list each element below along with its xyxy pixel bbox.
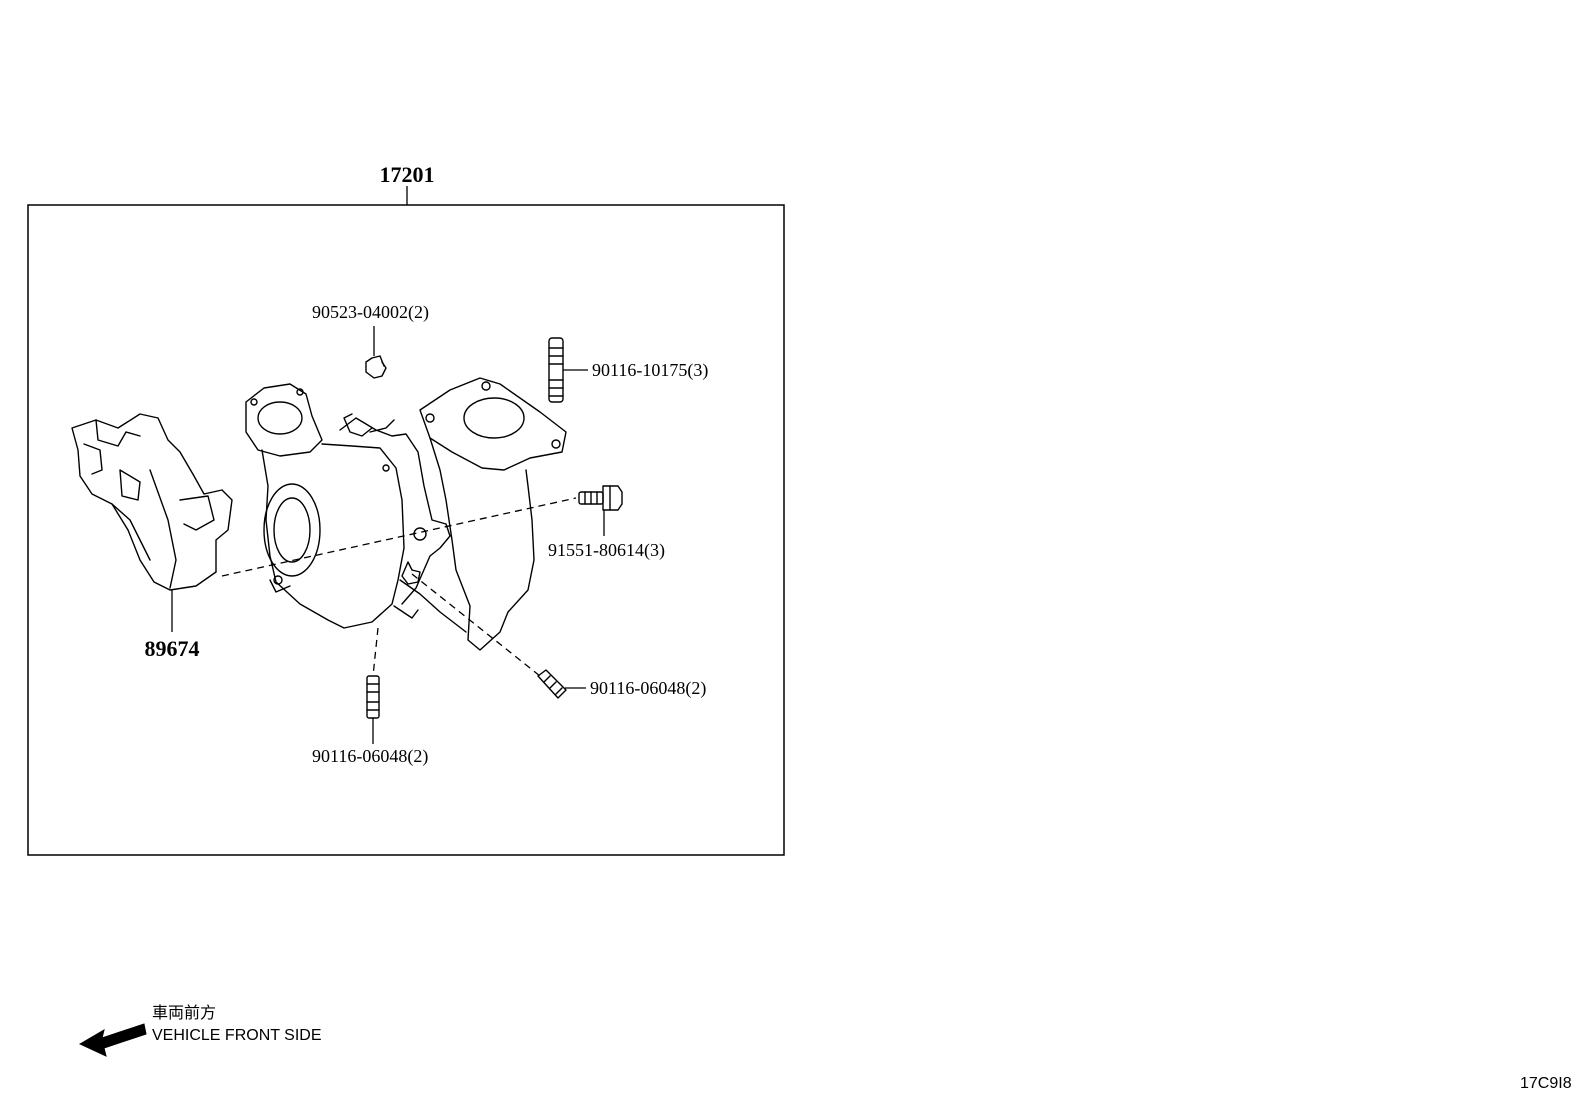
nut-90523-label[interactable]: 90523-04002(2) [312,302,429,323]
figure-code: 17C9I8 [1520,1075,1572,1092]
vehicle-front-label-jp: 車両前方 [152,1004,216,1022]
assembly-line-gasket-to-bolt [221,497,577,577]
turbocharger-body[interactable] [245,377,567,651]
assembly-line-body-to-right-stud [411,573,541,677]
assembly-part-number[interactable]: 17201 [380,162,435,187]
assembly-frame [27,204,785,856]
assembly-line-body-to-bottom-stud [372,627,379,677]
stud-90116-06048-right-label[interactable]: 90116-06048(2) [590,678,706,699]
nut-90523[interactable] [365,355,387,379]
vehicle-front-arrow-icon [78,1023,147,1057]
stud-90116-10175-label[interactable]: 90116-10175(3) [592,360,708,381]
gasket-89674[interactable] [71,413,233,591]
gasket-89674-label[interactable]: 89674 [145,636,200,661]
stud-90116-06048-bottom[interactable] [366,675,380,719]
stud-90116-10175[interactable] [548,337,564,403]
stud-90116-06048-bottom-label[interactable]: 90116-06048(2) [312,746,428,767]
bolt-91551[interactable] [578,485,623,511]
stud-90116-06048-right[interactable] [537,669,567,699]
vehicle-front-label-en: VEHICLE FRONT SIDE [152,1027,322,1044]
bolt-91551-label[interactable]: 91551-80614(3) [548,540,665,561]
